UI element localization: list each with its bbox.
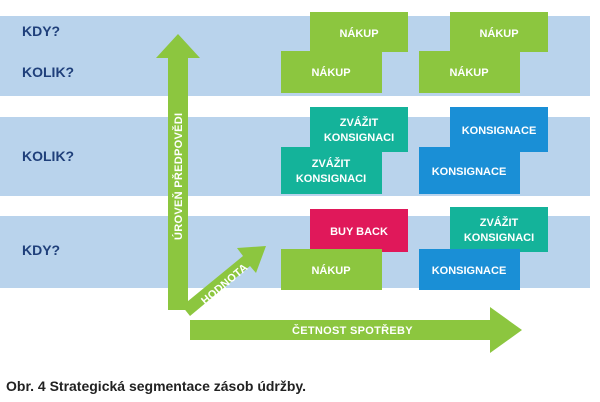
box-r3-right-front-label: KONSIGNACE bbox=[432, 265, 507, 277]
box-r3-right-back bbox=[450, 207, 548, 252]
box-r2-right-front-label: KONSIGNACE bbox=[432, 166, 507, 178]
box-r1-left-back-label: NÁKUP bbox=[339, 27, 378, 40]
box-r3-left-back-label: BUY BACK bbox=[330, 226, 388, 238]
row-label-kdy-bottom: KDY? bbox=[22, 242, 60, 258]
box-r1-right-front-label: NÁKUP bbox=[449, 66, 488, 79]
box-r2-left-front-label-2: KONSIGNACI bbox=[296, 173, 366, 185]
box-r2-right-back bbox=[450, 107, 548, 152]
box-r1-right-front bbox=[419, 51, 520, 93]
box-r1-right-back-label: NÁKUP bbox=[479, 27, 518, 40]
box-r3-left-back bbox=[310, 209, 408, 252]
box-r2-right-back-label: KONSIGNACE bbox=[462, 125, 537, 137]
box-r2-left-front bbox=[281, 147, 382, 194]
box-r3-left-front-label: NÁKUP bbox=[311, 264, 350, 277]
box-r3-right-front bbox=[419, 249, 520, 290]
box-r3-right-back-label-2: KONSIGNACI bbox=[464, 232, 534, 244]
box-r1-left-front bbox=[281, 51, 382, 93]
box-r1-left-front-label: NÁKUP bbox=[311, 66, 350, 79]
box-r2-left-back bbox=[310, 107, 408, 152]
row-label-kolik-mid: KOLIK? bbox=[22, 148, 74, 164]
y-axis-label: ÚROVEŇ PŘEDPOVĚDI bbox=[172, 113, 185, 240]
x-axis-label: ČETNOST SPOTŘEBY bbox=[292, 324, 413, 337]
diagonal-arrow bbox=[182, 246, 266, 316]
box-r3-right-back-label-1: ZVÁŽIT bbox=[480, 216, 519, 229]
box-r3-left-front bbox=[281, 249, 382, 290]
box-r1-right-back bbox=[450, 12, 548, 52]
box-r1-left-back bbox=[310, 12, 408, 52]
box-r2-left-back-label-2: KONSIGNACI bbox=[324, 132, 394, 144]
box-r2-left-back-label-1: ZVÁŽIT bbox=[340, 116, 379, 129]
box-r2-left-front-label-1: ZVÁŽIT bbox=[312, 157, 351, 170]
row-label-kdy-top: KDY? bbox=[22, 23, 60, 39]
x-axis-arrow bbox=[190, 307, 522, 353]
box-r2-right-front bbox=[419, 147, 520, 194]
figure-caption: Obr. 4 Strategická segmentace zásob údrž… bbox=[6, 378, 306, 394]
row-label-kolik-top: KOLIK? bbox=[22, 64, 74, 80]
y-axis-arrow bbox=[156, 34, 200, 310]
